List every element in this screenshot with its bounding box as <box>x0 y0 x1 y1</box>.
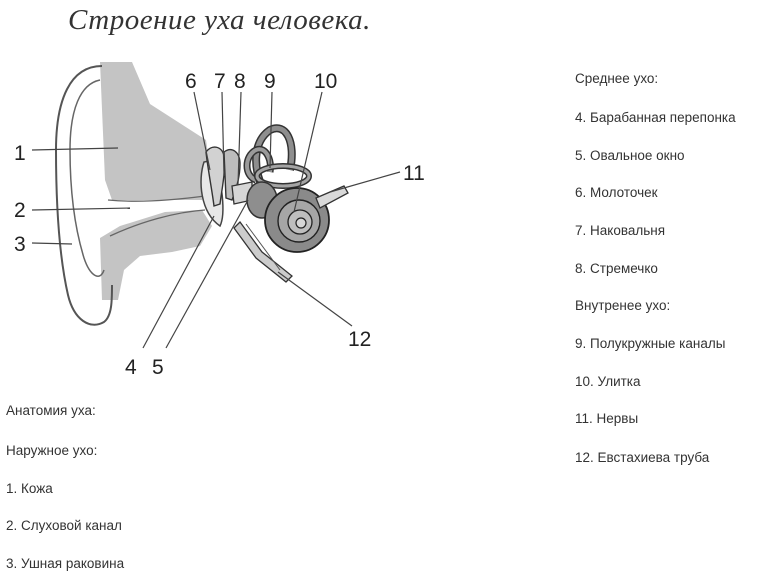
pinna-outline <box>54 65 113 326</box>
right-legend-item: 10. Улитка <box>575 374 641 389</box>
callout-11: 11 <box>403 162 425 185</box>
semicircular-canal-3-fill <box>255 164 311 188</box>
callout-3: 3 <box>14 233 26 256</box>
pinna-inner-fold <box>69 79 105 277</box>
left-legend-item: 1. Кожа <box>6 481 53 496</box>
callout-9: 9 <box>264 70 276 93</box>
diagram-title: Строение уха человека. <box>68 4 371 36</box>
left-legend-item: 2. Слуховой канал <box>6 518 122 533</box>
callout-10: 10 <box>314 70 337 93</box>
callout-5: 5 <box>152 356 164 379</box>
right-legend-item: 8. Стремечко <box>575 261 658 276</box>
right-legend-item: 9. Полукружные каналы <box>575 336 726 351</box>
left-legend-item: 3. Ушная раковина <box>6 556 125 571</box>
malleus <box>205 146 226 207</box>
right-legend-inner-heading: Внутренее ухо: <box>575 298 671 313</box>
callout-8: 8 <box>234 70 246 93</box>
skin-tissue <box>100 62 212 200</box>
right-legend-item: 6. Молоточек <box>575 185 658 200</box>
callout-6: 6 <box>185 70 197 93</box>
right-legend-item: 7. Наковальня <box>575 223 666 238</box>
right-legend-item: 4. Барабанная перепонка <box>575 110 736 125</box>
callout-4: 4 <box>125 356 137 379</box>
semicircular-canal-1-fill <box>253 125 295 188</box>
canal-lower-edge <box>109 209 206 237</box>
left-legend-heading: Анатомия уха: <box>6 403 96 418</box>
left-legend-group: Наружное ухо: <box>6 443 98 458</box>
right-legend-middle-heading: Среднее ухо: <box>575 71 659 86</box>
auditory-nerve <box>315 185 349 209</box>
leader-lines <box>31 91 401 349</box>
right-legend-item: 12. Евстахиева труба <box>575 450 710 465</box>
eustachian-tube-edge <box>245 223 281 271</box>
callout-12: 12 <box>348 328 371 351</box>
right-legend-item: 11. Нервы <box>575 411 639 426</box>
canal-lower-wall <box>100 210 212 300</box>
right-legend-item: 5. Овальное окно <box>575 148 685 163</box>
canal-upper-edge <box>107 195 206 202</box>
callout-2: 2 <box>14 199 26 222</box>
callout-7: 7 <box>214 70 226 93</box>
callout-1: 1 <box>14 142 26 165</box>
cochlea-turn-3 <box>295 217 307 229</box>
